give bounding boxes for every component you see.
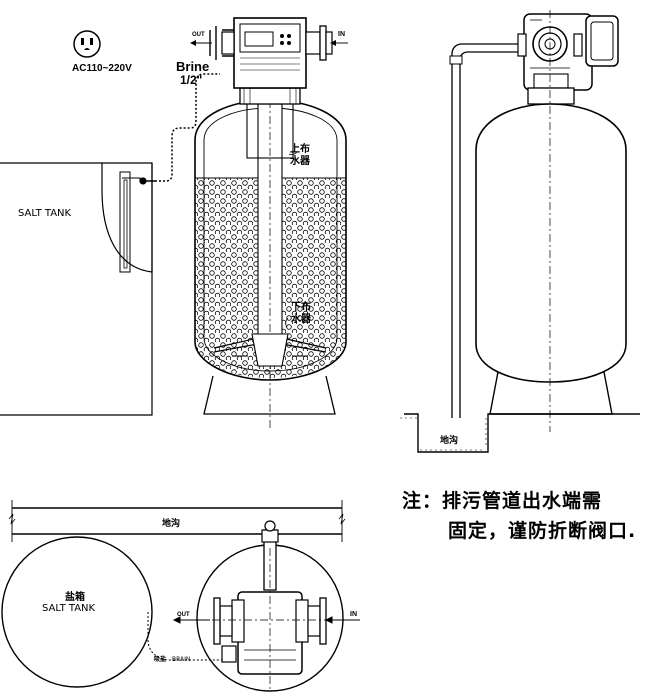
plan-drain-label: 地沟: [162, 517, 180, 528]
plan-brine-cn-label: 吸盐: [154, 655, 166, 663]
salt-tank-label: SALT TANK: [18, 208, 72, 219]
lower-distributor-label-1: 下布: [291, 300, 311, 313]
power-label: AC110~220V: [72, 63, 132, 74]
lower-distributor-label-2: 水器: [290, 312, 312, 325]
brine-label: Brine: [176, 59, 209, 74]
upper-distributor-label-2: 水器: [289, 154, 311, 167]
plan-inlet-label: IN: [350, 611, 357, 618]
softener-vessel-exterior: [400, 10, 640, 453]
plan-salt-tank-label: SALT TANK: [42, 603, 96, 614]
note-line-1: 注：排污管道出水端需: [402, 490, 603, 512]
installation-note: 注：排污管道出水端需 固定，谨防折断阀口.: [402, 486, 650, 546]
plan-brine-label: BRAIN: [172, 656, 190, 663]
plan-view: [1, 500, 360, 692]
floor-drain-label: 地沟: [440, 434, 458, 445]
brine-size-label: 1/2": [180, 73, 202, 87]
softener-vessel-cutaway: [190, 17, 348, 430]
plan-outlet-label: OUT: [177, 612, 190, 618]
salt-tank-elevation: [0, 73, 220, 416]
inlet-label: IN: [338, 31, 345, 38]
outlet-label: OUT: [192, 32, 205, 38]
upper-distributor-label-1: 上布: [290, 142, 310, 155]
power-outlet-icon: [73, 30, 101, 58]
note-line-2: 固定，谨防折断阀口.: [448, 520, 637, 542]
plan-salt-box-label: 盐箱: [65, 590, 85, 603]
